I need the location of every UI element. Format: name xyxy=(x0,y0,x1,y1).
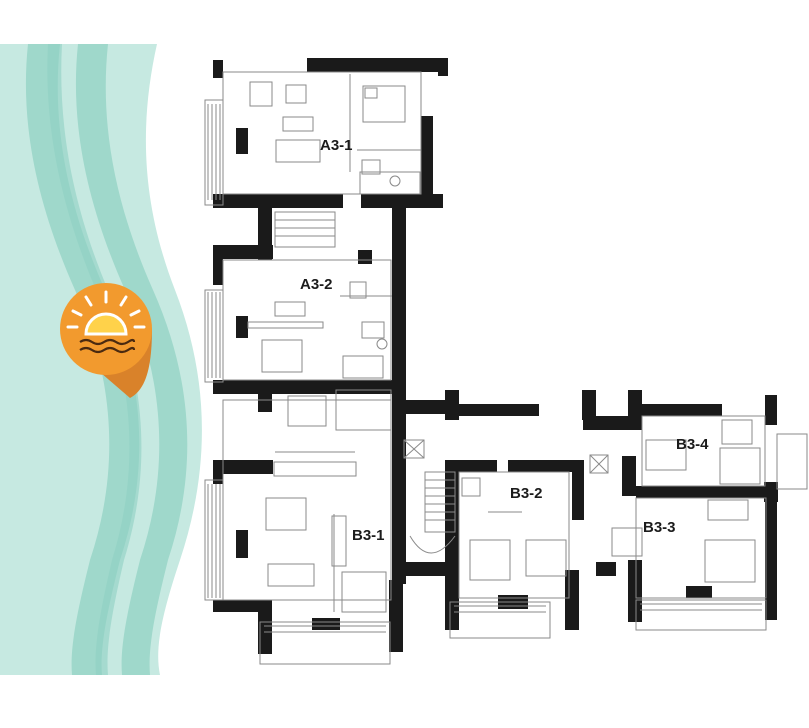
unit-label-b3-4[interactable]: B3-4 xyxy=(676,436,709,453)
exterior-walls xyxy=(213,58,778,654)
unit-label-b3-1[interactable]: B3-1 xyxy=(352,527,385,544)
sunset-over-sea-icon xyxy=(60,283,152,398)
unit-label-a3-1[interactable]: A3-1 xyxy=(320,137,353,154)
interior-details xyxy=(204,71,808,665)
unit-labels: A3-1 A3-2 B3-1 B3-2 B3-3 B3-4 xyxy=(300,137,709,544)
unit-label-b3-3[interactable]: B3-3 xyxy=(643,519,676,536)
unit-label-a3-2[interactable]: A3-2 xyxy=(300,276,333,293)
unit-label-b3-2[interactable]: B3-2 xyxy=(510,485,543,502)
